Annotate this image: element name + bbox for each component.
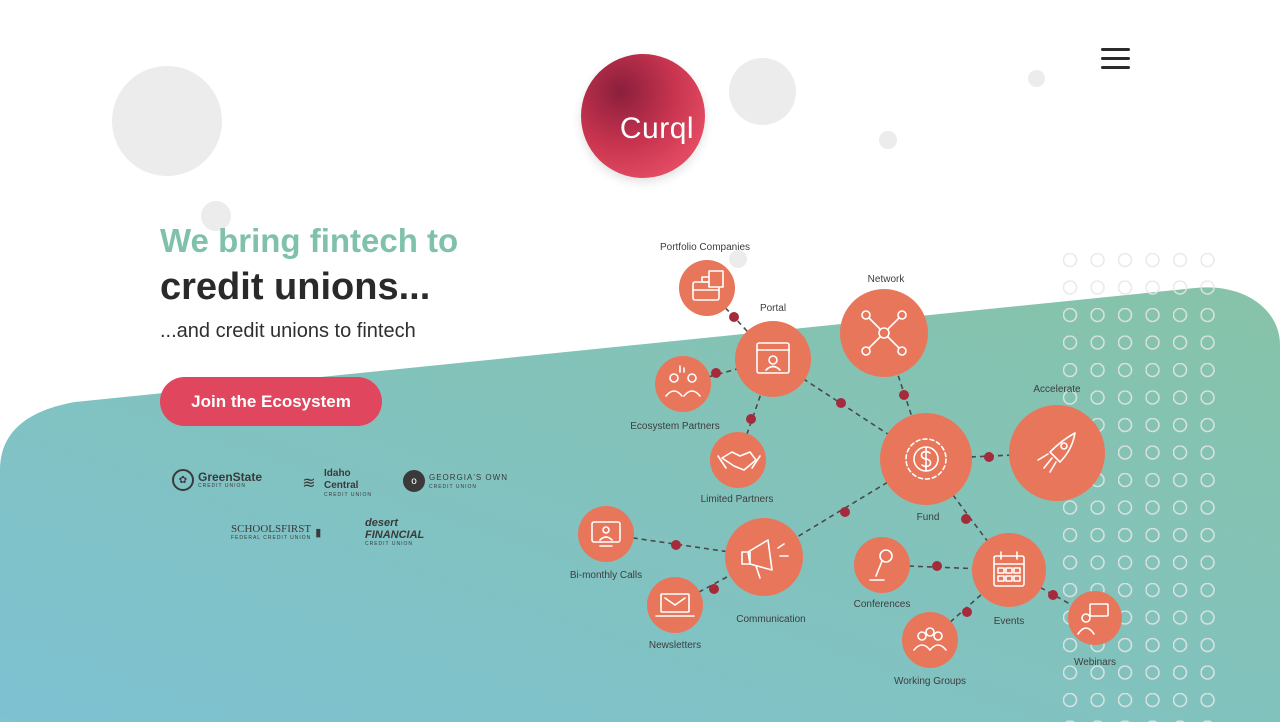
partner-logo-greenstate: ✿ GreenState CREDIT UNION <box>172 469 262 491</box>
dollar-gear-icon <box>905 438 947 480</box>
node-events <box>972 533 1046 607</box>
partner-logo-schoolsfirst: SCHOOLSFIRST FEDERAL CREDIT UNION ▮ <box>231 523 322 541</box>
node-ecosystem-partners <box>655 356 711 412</box>
laptop-mail-icon <box>655 593 695 617</box>
curql-logo[interactable]: Curql <box>581 54 705 178</box>
connector-dots <box>671 312 1058 617</box>
node-label-network: Network <box>868 274 906 285</box>
logo-text: Curql <box>619 112 695 145</box>
node-label-events: Events <box>994 616 1025 627</box>
partner-logo-georgias-own: o GEORGIA'S OWN CREDIT UNION <box>403 470 508 492</box>
presenter-icon <box>1077 603 1109 635</box>
subheadline: ...and credit unions to fintech <box>160 320 416 342</box>
microphone-icon <box>869 549 893 581</box>
network-icon <box>861 310 907 356</box>
node-label-fund: Fund <box>917 512 940 523</box>
decorative-circle <box>879 131 897 149</box>
node-limited-partners <box>710 432 766 488</box>
node-label-conferences: Conferences <box>854 599 911 610</box>
browser-window-icon <box>756 342 790 374</box>
node-network <box>840 289 928 377</box>
headline-line2: credit unions... <box>160 266 431 308</box>
megaphone-icon <box>741 539 789 579</box>
node-label-portal: Portal <box>760 303 786 314</box>
join-ecosystem-button[interactable]: Join the Ecosystem <box>160 377 382 426</box>
node-bimonthly-calls <box>578 506 634 562</box>
node-portal <box>735 321 811 397</box>
decorative-circle <box>729 250 747 268</box>
tree-icon: ✿ <box>172 469 194 491</box>
node-communication <box>725 518 803 596</box>
book-icon: ▮ <box>315 526 322 539</box>
partner-logo-desert-financial: desert FINANCIAL CREDIT UNION <box>365 517 425 547</box>
partner-logo-idaho-central: ≋ Idaho Central CREDIT UNION <box>298 468 376 498</box>
node-label-bimonthly: Bi-monthly Calls <box>570 570 642 581</box>
video-call-icon <box>591 521 621 547</box>
node-working-groups <box>902 612 958 668</box>
badge-icon: o <box>403 470 425 492</box>
node-accelerate <box>1009 405 1105 501</box>
handshake-icon <box>717 451 761 471</box>
node-label-communication: Communication <box>736 614 805 625</box>
briefcase-icon <box>692 270 724 301</box>
node-label-ecosystem-partners: Ecosystem Partners <box>630 421 719 432</box>
node-label-newsletters: Newsletters <box>649 640 701 651</box>
hamburger-menu-icon[interactable] <box>1101 46 1131 70</box>
people-chart-icon <box>665 365 701 397</box>
node-label-portfolio: Portfolio Companies <box>660 242 750 253</box>
decorative-circle <box>201 201 231 231</box>
node-label-working-groups: Working Groups <box>894 676 966 687</box>
decorative-circle <box>729 58 796 125</box>
node-label-accelerate: Accelerate <box>1033 384 1081 395</box>
decorative-circle <box>1028 70 1045 87</box>
calendar-icon <box>993 551 1025 587</box>
node-conferences <box>854 537 910 593</box>
node-webinars <box>1068 591 1122 645</box>
headline-line1: We bring fintech to <box>160 222 459 259</box>
rocket-icon <box>1037 432 1076 473</box>
decorative-circle <box>112 66 222 176</box>
stripes-icon: ≋ <box>302 475 316 492</box>
node-label-limited-partners: Limited Partners <box>701 494 774 505</box>
node-label-webinars: Webinars <box>1074 657 1116 668</box>
group-icon <box>913 627 947 651</box>
node-portfolio-companies <box>679 260 735 316</box>
